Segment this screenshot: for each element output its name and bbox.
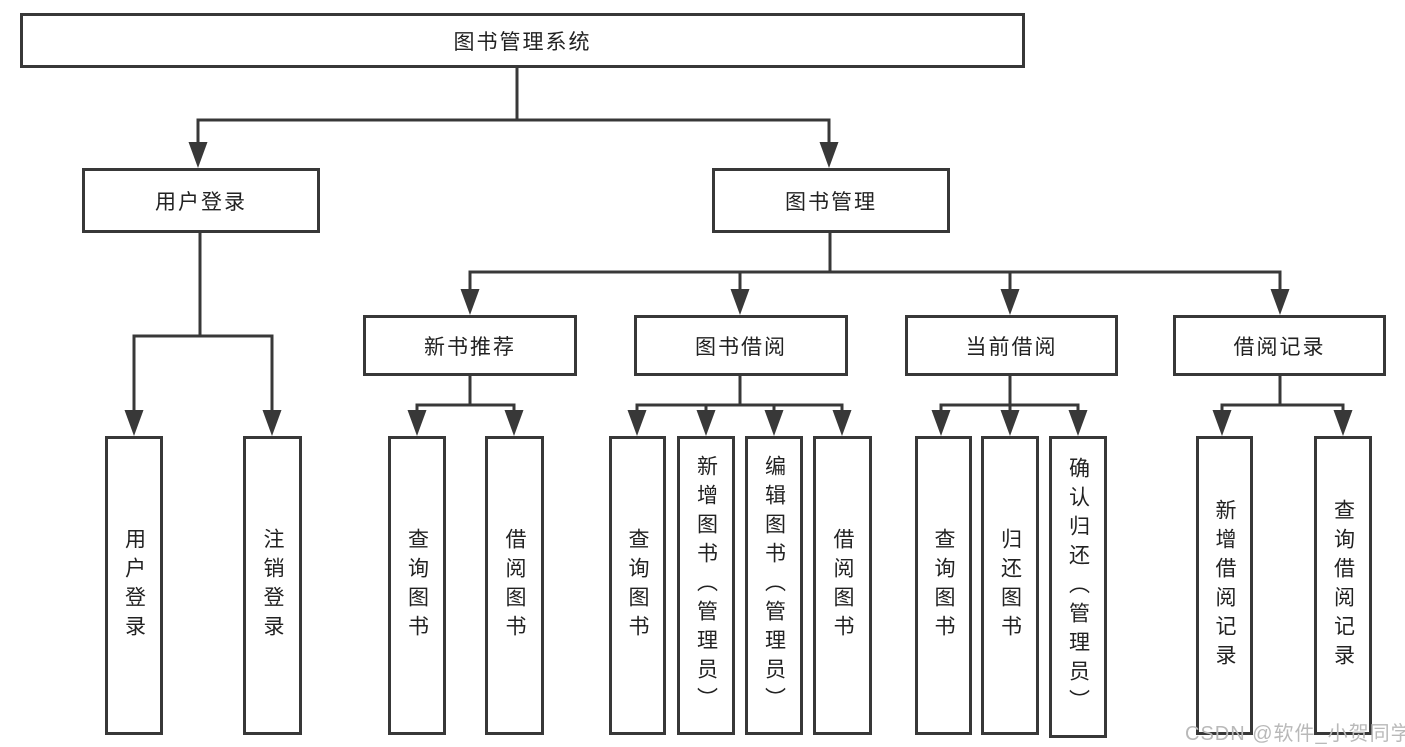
node-root-label: 图书管理系统 <box>453 30 592 54</box>
leaf-query-book-borrow: 查询图书 <box>609 436 666 735</box>
leaf-confirm-return-admin-label: 确认归还（管理员） <box>1066 456 1090 718</box>
leaf-query-borrow-record: 查询借阅记录 <box>1314 436 1372 735</box>
leaf-edit-book-admin: 编辑图书（管理员） <box>745 436 803 735</box>
node-user-login: 用户登录 <box>82 168 320 233</box>
node-borrow-record-label: 借阅记录 <box>1233 335 1326 359</box>
leaf-user-login-label: 用户登录 <box>122 527 146 644</box>
leaf-query-book-newbook-label: 查询图书 <box>405 527 429 644</box>
leaf-borrow-book-label: 借阅图书 <box>831 527 854 644</box>
leaf-query-borrow-record-label: 查询借阅记录 <box>1331 498 1355 673</box>
leaf-query-book-borrow-label: 查询图书 <box>626 527 649 644</box>
node-current-borrow-label: 当前借阅 <box>965 335 1058 359</box>
leaf-user-login: 用户登录 <box>105 436 163 735</box>
watermark: CSDN @软件_小贺同学 <box>1185 723 1405 745</box>
leaf-add-borrow-record: 新增借阅记录 <box>1196 436 1253 735</box>
node-current-borrow: 当前借阅 <box>905 315 1118 376</box>
leaf-add-book-admin: 新增图书（管理员） <box>677 436 735 735</box>
leaf-return-book: 归还图书 <box>981 436 1039 735</box>
leaf-borrow-book: 借阅图书 <box>813 436 872 735</box>
node-new-book-recommend-label: 新书推荐 <box>424 335 516 359</box>
leaf-edit-book-admin-label: 编辑图书（管理员） <box>762 455 786 716</box>
leaf-confirm-return-admin: 确认归还（管理员） <box>1049 436 1107 738</box>
leaf-add-borrow-record-label: 新增借阅记录 <box>1213 498 1236 673</box>
node-borrow-record: 借阅记录 <box>1173 315 1386 376</box>
node-book-borrow-label: 图书借阅 <box>695 335 787 359</box>
leaf-borrow-book-newbook-label: 借阅图书 <box>503 527 526 644</box>
node-book-management: 图书管理 <box>712 168 950 233</box>
leaf-logout: 注销登录 <box>243 436 302 735</box>
leaf-return-book-label: 归还图书 <box>998 527 1022 644</box>
leaf-query-book-newbook: 查询图书 <box>388 436 446 735</box>
node-root: 图书管理系统 <box>20 13 1025 68</box>
node-new-book-recommend: 新书推荐 <box>363 315 577 376</box>
node-book-borrow: 图书借阅 <box>634 315 848 376</box>
leaf-query-book-current-label: 查询图书 <box>932 527 955 644</box>
leaf-borrow-book-newbook: 借阅图书 <box>485 436 544 735</box>
node-book-management-label: 图书管理 <box>785 190 877 214</box>
leaf-logout-label: 注销登录 <box>261 527 284 644</box>
leaf-query-book-current: 查询图书 <box>915 436 972 735</box>
node-user-login-label: 用户登录 <box>155 190 247 214</box>
leaf-add-book-admin-label: 新增图书（管理员） <box>694 455 718 716</box>
